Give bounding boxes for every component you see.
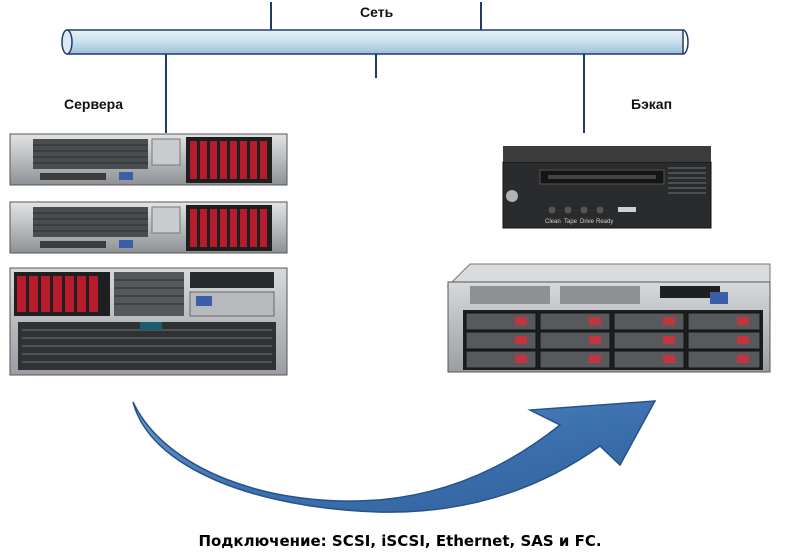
tape-btn-ready: Ready xyxy=(596,219,613,225)
rack-server-2 xyxy=(9,201,288,254)
tape-btn-clean: Clean xyxy=(545,219,561,225)
network-label: Сеть xyxy=(360,4,394,20)
tape-btn-drive: Drive xyxy=(580,219,595,225)
rack-server-1 xyxy=(9,133,288,186)
servers-label: Сервера xyxy=(64,96,123,112)
storage-drive-bays xyxy=(465,312,761,369)
connection-caption: Подключение: SCSI, iSCSI, Ethernet, SAS … xyxy=(198,532,602,550)
data-flow-arrow xyxy=(132,400,657,513)
backup-label: Бэкап xyxy=(631,96,673,112)
tape-btn-tape: Tape xyxy=(564,219,578,225)
rack-server-3 xyxy=(9,267,288,376)
tape-drive xyxy=(502,146,712,229)
